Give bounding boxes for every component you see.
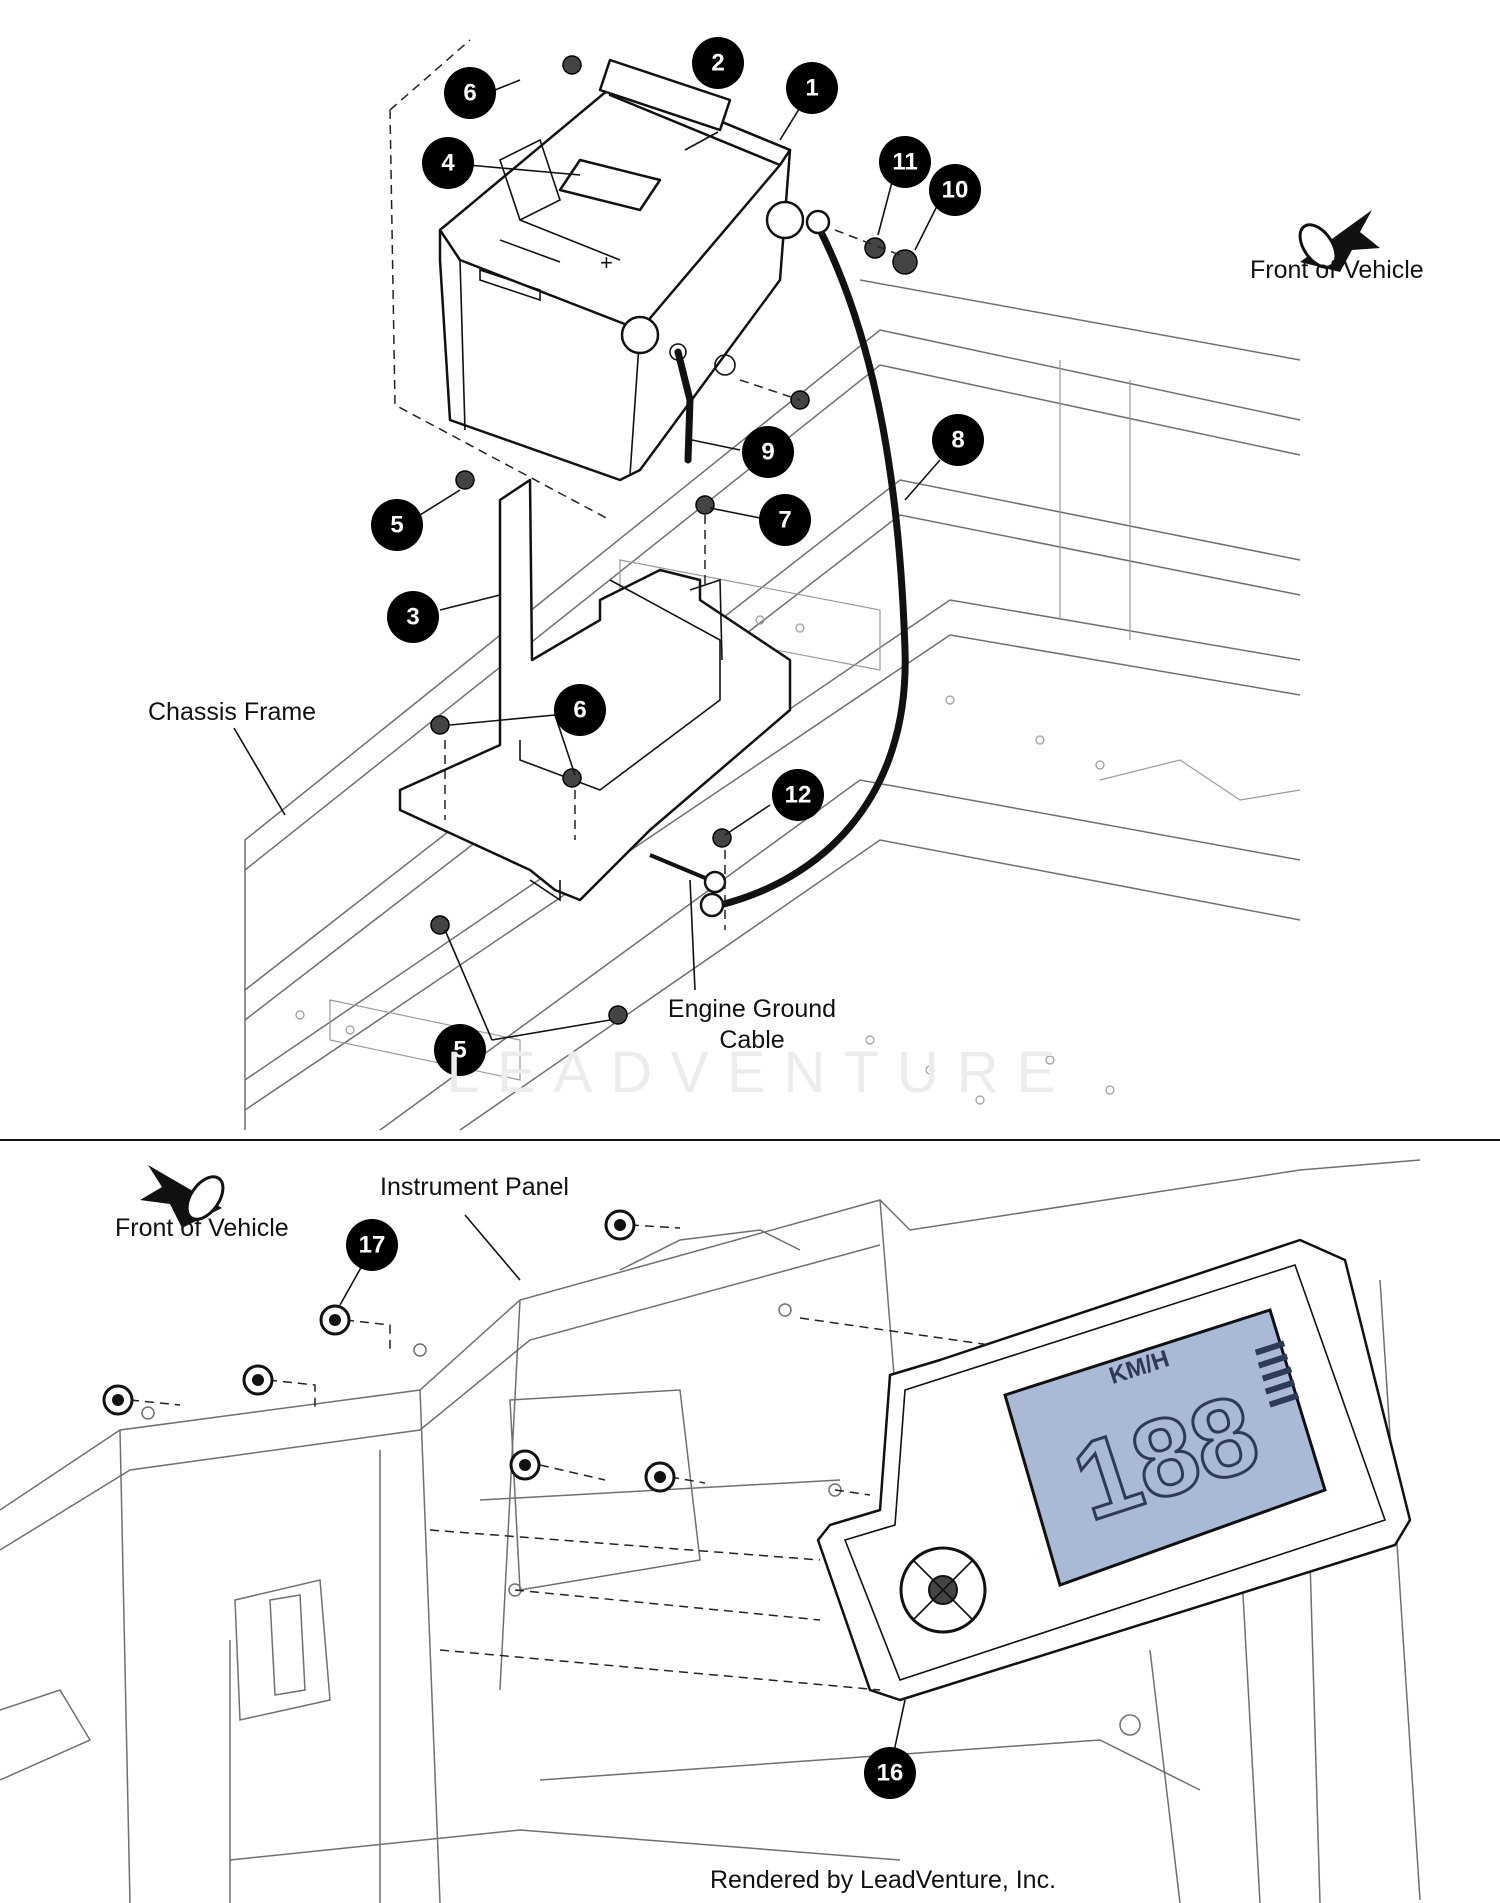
engine-ground-cable-label-line1: Engine Ground [668,995,836,1023]
watermark: LEADVENTURE [447,1040,1074,1105]
callout-6-upper: 6 [444,67,496,119]
callout-label: 3 [406,604,419,631]
callout-4: 4 [422,137,474,189]
callout-label: 5 [453,1037,466,1064]
front-arrow-icon [140,1165,225,1228]
callout-8: 8 [932,414,984,466]
battery-diagram: + [148,37,1424,1131]
engine-ground-cable [649,853,711,882]
front-arrow-icon [1298,210,1380,272]
lcd-screen [1003,1308,1327,1587]
callout-label: 2 [711,50,724,77]
callout-5-lower: 5 [434,1024,486,1076]
positive-cable [716,226,909,909]
callout-label: 9 [761,439,774,466]
alignment-lines [129,1224,991,1691]
positive-cable-ring [805,209,831,235]
callout-label: 6 [573,697,586,724]
bar-graph-icon [1254,1340,1300,1408]
callout-label: 5 [390,512,403,539]
callout-5-upper: 5 [371,499,423,551]
callout-12: 12 [772,769,824,821]
battery: + [438,58,805,482]
engine-ground-cable-label-line2: Cable [719,1026,784,1054]
footer-credit: Rendered by LeadVenture, Inc. [710,1866,1056,1894]
hold-down-outline [389,39,611,521]
fasteners [430,55,918,1025]
front-of-vehicle-label-bottom: Front of Vehicle [115,1214,289,1242]
callout-3: 3 [387,591,439,643]
callout-label: 8 [951,427,964,454]
callout-label: 1 [805,75,818,102]
callout-6-lower: 6 [554,684,606,736]
instrument-panel-diagram: 188 KM/H [0,1159,1421,1903]
dpad-control [899,1546,987,1634]
callout-label: 6 [463,80,476,107]
callout-2: 2 [692,37,744,89]
callout-label: 7 [778,507,791,534]
instrument-panel-label: Instrument Panel [380,1173,569,1201]
callout-11: 11 [879,136,931,188]
callout-label: 4 [441,150,455,177]
callout-16: 16 [864,1747,916,1799]
chassis-frame-label: Chassis Frame [148,698,316,726]
panel-screws [102,1209,676,1493]
callout-label: 10 [942,177,969,204]
svg-text:+: + [600,250,613,275]
negative-strap [674,348,694,464]
callout-9: 9 [742,426,794,478]
callout-label: 11 [892,149,917,176]
leader-lines [233,79,941,1041]
callout-10: 10 [929,164,981,216]
callout-label: 12 [785,782,812,809]
callout-7: 7 [759,494,811,546]
instrument-cluster: 188 KM/H [816,1238,1412,1702]
front-of-vehicle-label-top: Front of Vehicle [1250,256,1424,284]
callout-17: 17 [346,1219,398,1271]
callout-label: 17 [359,1232,386,1259]
callout-label: 16 [877,1760,904,1787]
ground-ring [699,892,725,918]
callout-1: 1 [786,62,838,114]
dash-structure [0,1159,1421,1903]
